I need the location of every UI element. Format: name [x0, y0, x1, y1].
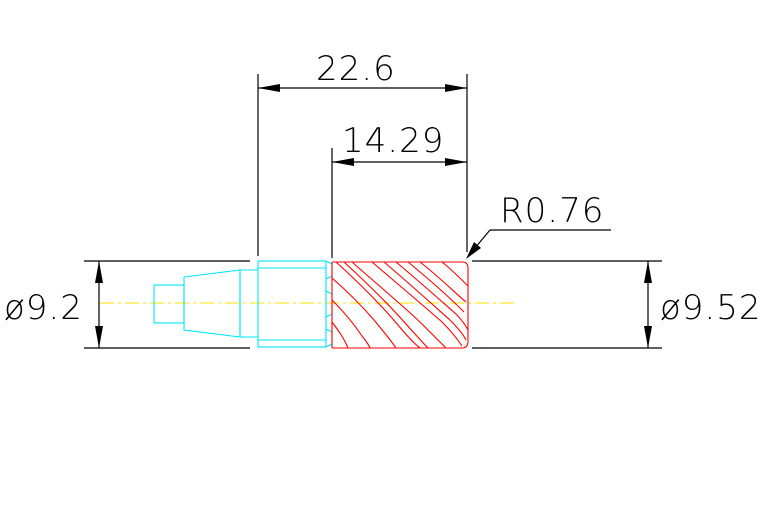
cutting-diameter-label: ø9.52 — [660, 288, 762, 328]
dimension-corner-radius: R0.76 — [466, 191, 611, 259]
dimension-cutting-diameter: ø9.52 — [472, 260, 762, 349]
shank-diameter-label: ø9.2 — [4, 288, 83, 328]
corner-radius-label: R0.76 — [500, 191, 604, 231]
dimension-shank-diameter: ø9.2 — [4, 260, 250, 349]
dimension-flute-length: 14.29 — [331, 121, 467, 258]
dimension-overall-length: 22.6 — [257, 49, 468, 256]
shank-outline — [153, 260, 333, 348]
overall-length-label: 22.6 — [316, 49, 396, 89]
flute-body — [331, 261, 469, 349]
flute-length-label: 14.29 — [342, 121, 444, 161]
